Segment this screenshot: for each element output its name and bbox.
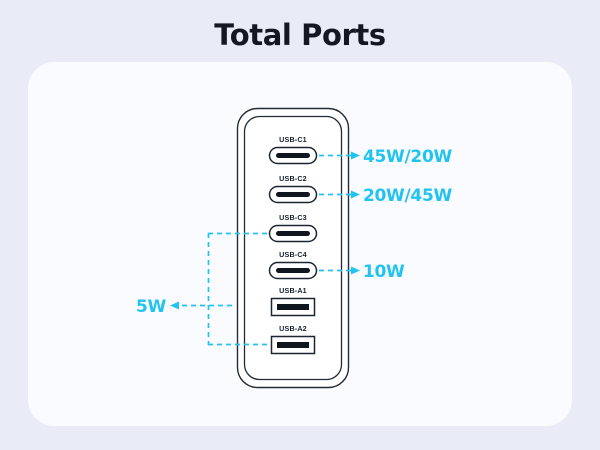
leader-line-10w — [319, 266, 360, 275]
port-label-usb-c3: USB-C3 — [279, 213, 307, 222]
port-usb-a1[interactable] — [270, 297, 316, 317]
port-label-usb-c4: USB-C4 — [279, 250, 307, 259]
port-usb-c1[interactable] — [268, 146, 318, 165]
charger-face-panel — [243, 115, 343, 381]
callout-10w: 10W — [363, 262, 405, 282]
port-usb-c2[interactable] — [268, 185, 318, 204]
port-label-usb-a2: USB-A2 — [279, 324, 307, 333]
port-usb-c4[interactable] — [268, 261, 318, 280]
callout-5w: 5W — [136, 297, 167, 317]
callout-20w-45w: 20W/45W — [363, 186, 452, 206]
port-usb-a2[interactable] — [270, 335, 316, 355]
port-usb-c3[interactable] — [268, 224, 318, 243]
callout-45w-20w: 45W/20W — [363, 147, 452, 167]
port-label-usb-c2: USB-C2 — [279, 174, 307, 183]
port-label-usb-c1: USB-C1 — [279, 135, 307, 144]
leader-bracket-5w — [170, 232, 269, 346]
page-title: Total Ports — [214, 18, 386, 52]
port-label-usb-a1: USB-A1 — [279, 286, 307, 295]
leader-line-45w-20w — [319, 151, 360, 160]
leader-line-20w-45w — [319, 190, 360, 199]
